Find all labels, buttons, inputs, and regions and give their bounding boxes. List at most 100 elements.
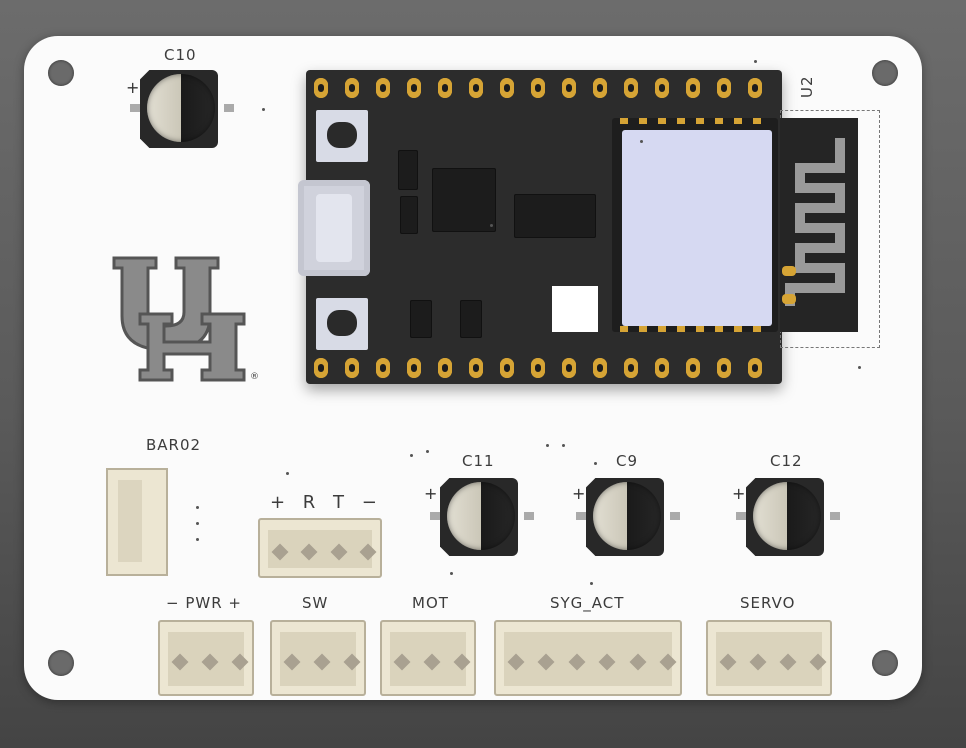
mounting-hole-bottom-left bbox=[48, 650, 74, 676]
voltage-regulator bbox=[514, 194, 596, 238]
module-pad bbox=[677, 118, 685, 124]
via bbox=[410, 454, 413, 457]
via bbox=[196, 538, 199, 541]
header-pad-bottom bbox=[407, 358, 421, 378]
via bbox=[590, 582, 593, 585]
c9-plus: + bbox=[572, 484, 586, 503]
reset-button[interactable] bbox=[316, 110, 368, 162]
header-pad-top bbox=[345, 78, 359, 98]
header-pad-bottom bbox=[469, 358, 483, 378]
label-c11: C11 bbox=[462, 452, 495, 470]
header-pad-top bbox=[500, 78, 514, 98]
header-pad-top bbox=[686, 78, 700, 98]
label-sw: SW bbox=[302, 594, 329, 612]
registered-mark: ® bbox=[250, 372, 260, 382]
module-pad bbox=[677, 326, 685, 332]
header-pad-bottom bbox=[531, 358, 545, 378]
label-c10: C10 bbox=[164, 46, 197, 64]
via bbox=[490, 224, 493, 227]
header-pad-top bbox=[655, 78, 669, 98]
header-pad-top bbox=[562, 78, 576, 98]
module-pad bbox=[696, 118, 704, 124]
antenna-trace-icon bbox=[782, 138, 845, 306]
transistor-right bbox=[460, 300, 482, 338]
header-pad-bottom bbox=[500, 358, 514, 378]
header-pad-bottom bbox=[655, 358, 669, 378]
connector-bar02[interactable] bbox=[106, 468, 168, 576]
c11-plus: + bbox=[424, 484, 438, 503]
header-pad-top bbox=[438, 78, 452, 98]
connector-rt[interactable] bbox=[258, 518, 382, 578]
connector-servo[interactable] bbox=[706, 620, 832, 696]
header-pad-bottom bbox=[438, 358, 452, 378]
module-pad bbox=[658, 118, 666, 124]
header-pad-top bbox=[407, 78, 421, 98]
header-pad-bottom bbox=[314, 358, 328, 378]
via bbox=[562, 444, 565, 447]
module-pad bbox=[696, 326, 704, 332]
label-bar02: BAR02 bbox=[146, 436, 202, 454]
via bbox=[640, 140, 643, 143]
via bbox=[286, 472, 289, 475]
indicator-square bbox=[552, 286, 598, 332]
label-mot: MOT bbox=[412, 594, 449, 612]
module-shield bbox=[622, 130, 772, 326]
capacitor-c12 bbox=[736, 474, 840, 558]
via bbox=[196, 522, 199, 525]
via bbox=[450, 572, 453, 575]
micro-usb-port[interactable] bbox=[298, 180, 370, 276]
header-pad-top bbox=[314, 78, 328, 98]
via bbox=[858, 366, 861, 369]
transistor-left bbox=[410, 300, 432, 338]
mounting-hole-bottom-right bbox=[872, 650, 898, 676]
header-pad-top bbox=[624, 78, 638, 98]
label-rt-header: + R T − bbox=[270, 492, 383, 513]
header-pad-top bbox=[531, 78, 545, 98]
header-pad-top bbox=[593, 78, 607, 98]
connector-sw[interactable] bbox=[270, 620, 366, 696]
capacitor-c9 bbox=[576, 474, 680, 558]
module-pad bbox=[658, 326, 666, 332]
diode bbox=[398, 150, 418, 190]
module-pad bbox=[620, 326, 628, 332]
header-pad-top bbox=[376, 78, 390, 98]
header-pad-top bbox=[748, 78, 762, 98]
mounting-hole-top-right bbox=[872, 60, 898, 86]
label-c9: C9 bbox=[616, 452, 639, 470]
module-pad bbox=[715, 118, 723, 124]
module-pad bbox=[639, 118, 647, 124]
antenna bbox=[780, 118, 858, 332]
capacitor-c11 bbox=[430, 474, 534, 558]
header-pad-bottom bbox=[624, 358, 638, 378]
connector-mot[interactable] bbox=[380, 620, 476, 696]
header-pad-bottom bbox=[593, 358, 607, 378]
module-pad bbox=[639, 326, 647, 332]
boot-button[interactable] bbox=[316, 298, 368, 350]
connector-syg-act[interactable] bbox=[494, 620, 682, 696]
c10-plus: + bbox=[126, 78, 140, 97]
label-syg-act: SYG_ACT bbox=[550, 594, 625, 612]
header-pad-top bbox=[717, 78, 731, 98]
usb-uart-chip bbox=[432, 168, 496, 232]
label-servo: SERVO bbox=[740, 594, 796, 612]
module-pad bbox=[715, 326, 723, 332]
c12-plus: + bbox=[732, 484, 746, 503]
header-pad-top bbox=[469, 78, 483, 98]
via bbox=[262, 108, 265, 111]
module-pad bbox=[753, 326, 761, 332]
capacitor-c10 bbox=[130, 66, 234, 150]
via bbox=[546, 444, 549, 447]
connector-pwr[interactable] bbox=[158, 620, 254, 696]
header-pad-bottom bbox=[686, 358, 700, 378]
via bbox=[594, 462, 597, 465]
header-pad-bottom bbox=[345, 358, 359, 378]
module-pad bbox=[753, 118, 761, 124]
header-pad-bottom bbox=[562, 358, 576, 378]
label-pwr: − PWR + bbox=[166, 594, 242, 612]
mounting-hole-top-left bbox=[48, 60, 74, 86]
via bbox=[426, 450, 429, 453]
label-u2: U2 bbox=[798, 75, 816, 98]
module-pad bbox=[734, 326, 742, 332]
uh-logo-icon bbox=[112, 256, 246, 382]
